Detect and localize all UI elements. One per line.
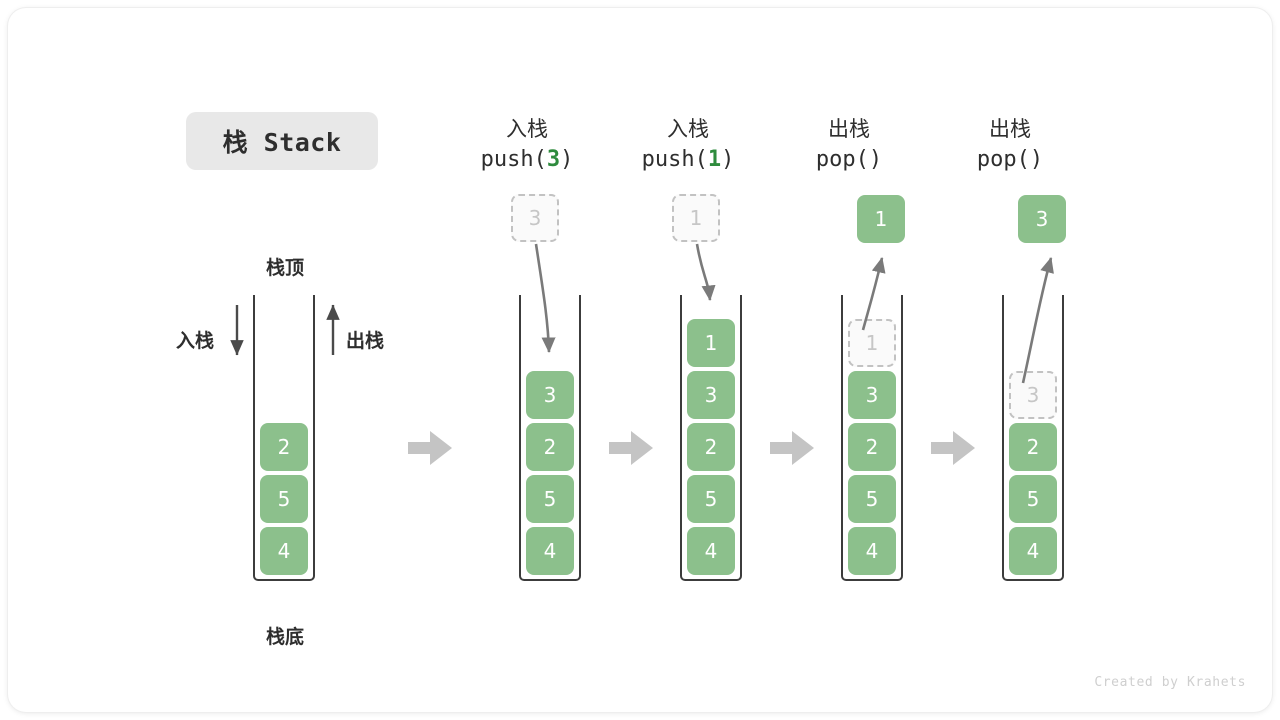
diagram-title-chip: 栈 Stack [186,112,378,170]
floating-cell-pop-3: 3 [1018,195,1066,243]
credit-label: Created by Krahets [1094,675,1246,690]
stack-cell: 4 [687,527,735,575]
step-arrow [931,431,975,465]
stack-cell: 3 [1009,371,1057,419]
stack-bottom-label: 栈底 [266,626,305,648]
stack-cell: 3 [687,371,735,419]
stack-cell: 4 [526,527,574,575]
stack-cells-pop-1: 4 5 2 3 1 [843,315,901,575]
stack-cell: 2 [260,423,308,471]
stack-cell: 5 [1009,475,1057,523]
page-title: 栈 Stack [222,128,342,157]
step-arrow [770,431,814,465]
column-header-cn: 出栈 [828,117,870,141]
pop-direction-label: 出栈 [346,330,385,352]
column-header-cn: 出栈 [989,117,1031,141]
step-arrow [609,431,653,465]
stack-cells-push-1: 4 5 2 3 1 [682,315,740,575]
column-header-push-1: 入栈 push(1) [613,114,763,176]
stack-cell: 4 [260,527,308,575]
stack-cell: 4 [848,527,896,575]
diagram-canvas: 栈 Stack 栈顶 入栈 出栈 4 5 2 栈底 入栈 push(3) 3 4… [8,8,1272,712]
stack-cell: 2 [687,423,735,471]
column-header-cn: 入栈 [667,117,709,141]
column-header-code: push(3) [480,147,574,172]
column-header-pop-3: 出栈 pop() [935,114,1085,176]
stack-cell: 5 [687,475,735,523]
stack-cell: 5 [526,475,574,523]
column-header-code: push(1) [641,147,735,172]
stack-cells-initial: 4 5 2 [255,419,313,575]
stack-container-push-3: 4 5 2 3 [519,295,581,581]
stack-cell: 5 [848,475,896,523]
stack-top-label: 栈顶 [266,257,305,279]
stack-cell: 3 [848,371,896,419]
stack-cell: 2 [1009,423,1057,471]
stack-cell: 1 [848,319,896,367]
stack-container-initial: 4 5 2 [253,295,315,581]
stack-cell: 2 [526,423,574,471]
floating-cell-push-1: 1 [672,194,720,242]
stack-cell: 3 [526,371,574,419]
flow-arrow-push-1 [695,243,716,302]
floating-cell-pop-1: 1 [857,195,905,243]
column-header-pop-1: 出栈 pop() [774,114,924,176]
stack-container-pop-3: 4 5 2 3 [1002,295,1064,581]
stack-cell: 4 [1009,527,1057,575]
push-direction-label: 入栈 [176,330,215,352]
stack-container-push-1: 4 5 2 3 1 [680,295,742,581]
stack-cell: 2 [848,423,896,471]
column-header-code: pop() [976,147,1044,172]
column-header-cn: 入栈 [506,117,548,141]
stack-cell: 1 [687,319,735,367]
stack-cells-push-3: 4 5 2 3 [521,367,579,575]
stack-container-pop-1: 4 5 2 3 1 [841,295,903,581]
stack-cells-pop-3: 4 5 2 3 [1004,367,1062,575]
floating-cell-push-3: 3 [511,194,559,242]
stack-cell: 5 [260,475,308,523]
column-header-code: pop() [815,147,883,172]
column-header-push-3: 入栈 push(3) [452,114,602,176]
step-arrow [408,431,452,465]
